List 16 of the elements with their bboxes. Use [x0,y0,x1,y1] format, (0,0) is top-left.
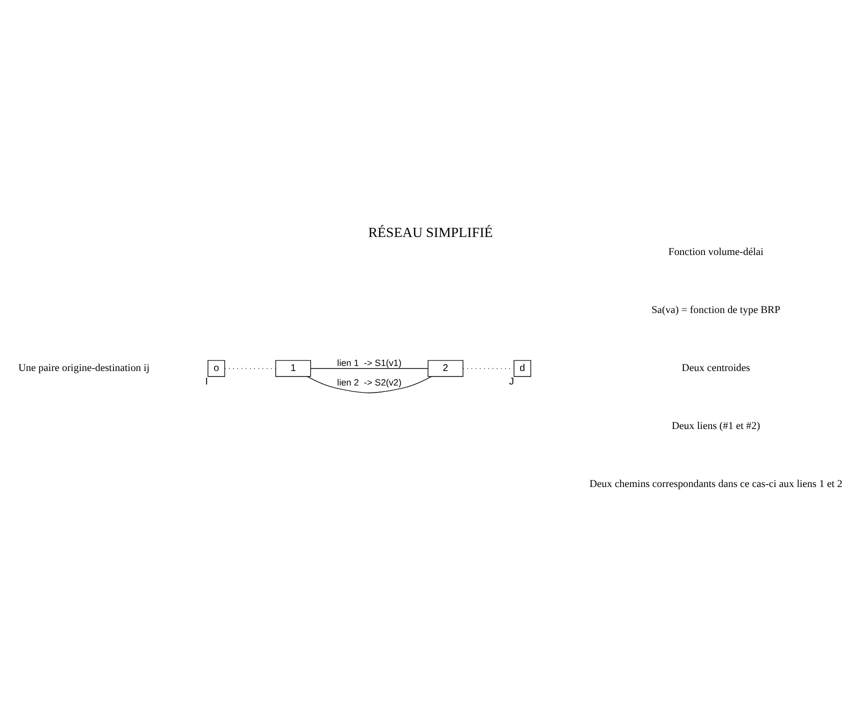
label: Fonction volume-délai [668,246,764,258]
node-box: d [514,360,532,376]
label: Deux liens (#1 et #2) [672,420,760,432]
connector [306,376,432,393]
node-box: o [208,360,226,376]
node-label: J [509,376,514,387]
label: Sa(va) = fonction de type BRP [651,304,780,316]
label: Deux chemins correspondants dans ce cas-ci aux liens 1 et 2 [589,478,842,490]
label: Une paire origine-destination ij [18,362,150,374]
diagram-title: RÉSEAU SIMPLIFIÉ [368,225,493,240]
edge-label: lien 1 -> S1(v1) [337,357,402,368]
label: Deux centroides [682,362,750,374]
node-box: 2 [428,360,464,376]
node-label: I [205,376,208,387]
node-box: 1 [275,360,312,376]
edge-label: lien 2 -> S2(v2) [337,377,402,388]
